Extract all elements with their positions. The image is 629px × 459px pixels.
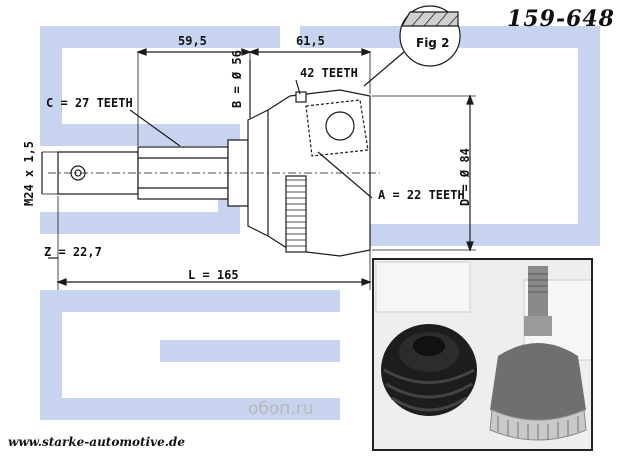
dim-thread: M24 x 1,5 — [22, 140, 36, 206]
dim-spline-c: C = 27 TEETH — [46, 96, 133, 110]
dim-length-b: 61,5 — [296, 34, 325, 48]
boot-image — [381, 324, 477, 416]
part-number: 159-648 — [507, 6, 615, 32]
abs-ring — [285, 175, 307, 253]
cv-joint-image — [489, 266, 587, 441]
dim-spline-a: A = 22 TEETH — [378, 188, 465, 202]
watermark-text: oбоп.ru — [248, 399, 314, 419]
ball — [325, 111, 355, 141]
dim-length-a: 59,5 — [178, 34, 207, 48]
dim-bore: B = Ø 56 — [230, 50, 244, 108]
fig-label: Fig 2 — [416, 36, 450, 50]
product-photo — [372, 258, 593, 451]
dim-diameter-d: D = Ø 84 — [458, 148, 472, 206]
dim-total-length: L = 165 — [188, 268, 239, 282]
website-link[interactable]: www.starke-automotive.de — [8, 435, 185, 449]
dim-offset-z: Z = 22,7 — [44, 245, 102, 259]
dim-teeth-outer: 42 TEETH — [300, 66, 358, 80]
